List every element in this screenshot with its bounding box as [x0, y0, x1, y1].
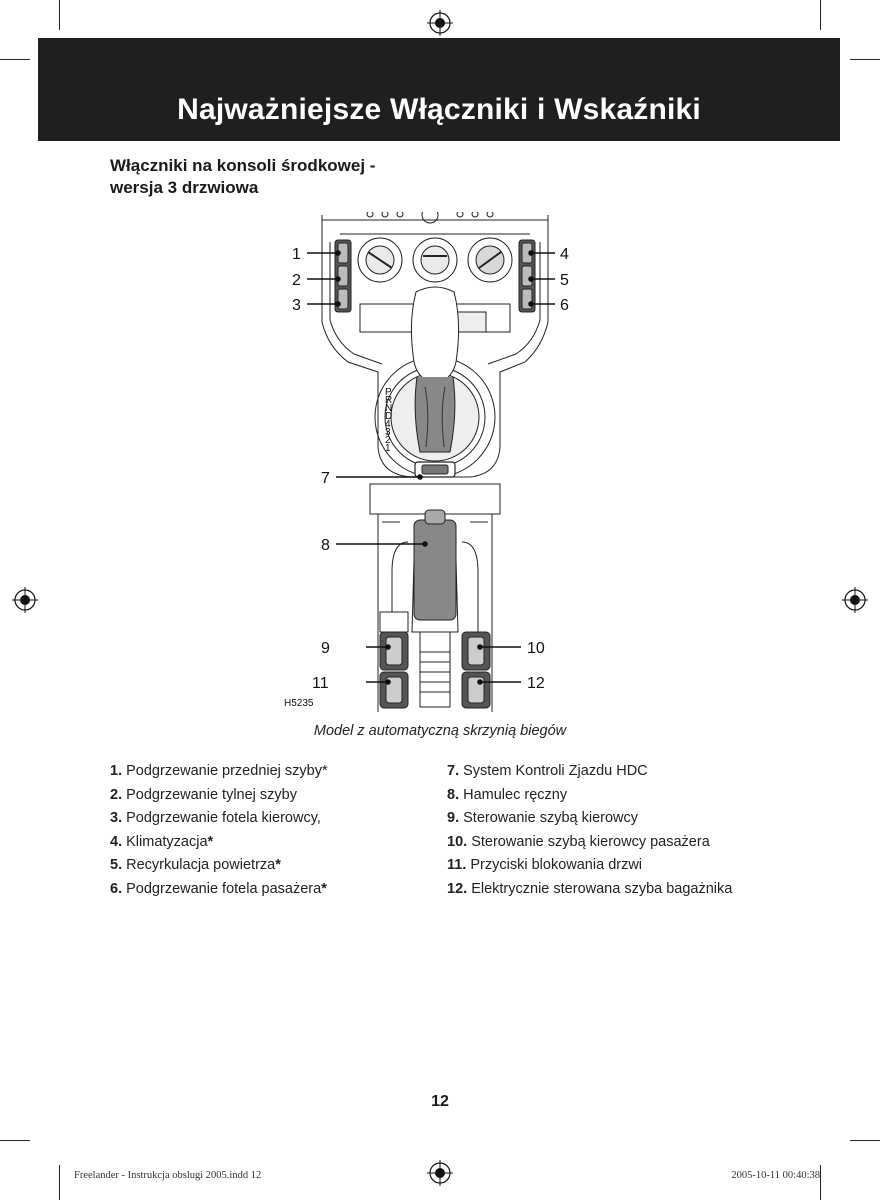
footer-file-info: Freelander - Instrukcja obslugi 2005.ind…: [74, 1170, 262, 1181]
figure-caption: Model z automatyczną skrzynią biegów: [313, 723, 567, 739]
list-item: 1. Podgrzewanie przedniej szyby*: [110, 763, 328, 779]
callout-12: 12: [527, 675, 545, 692]
callout-11: 11: [312, 675, 329, 692]
list-item: 10. Sterowanie szybą kierowcy pasażera: [447, 833, 710, 850]
callout-9: 9: [321, 640, 330, 657]
registration-mark-icon: [427, 1160, 453, 1186]
callout-7: 7: [321, 470, 330, 487]
callout-2: 2: [292, 272, 301, 289]
callout-1: 1: [292, 246, 301, 263]
list-item: 8. Hamulec ręczny: [447, 786, 568, 803]
list-item: 12. Elektrycznie sterowana szyba bagażni…: [447, 880, 733, 897]
crop-mark: [820, 0, 821, 30]
registration-mark-icon: [427, 10, 453, 36]
crop-mark: [850, 1140, 880, 1141]
gear-label-4: 4: [385, 419, 391, 430]
legend-list-left: 1. Podgrzewanie przedniej szyby* 2. Podg…: [110, 760, 328, 901]
gear-label-p: P: [385, 387, 392, 398]
callout-8: 8: [321, 537, 330, 554]
list-item: 3. Podgrzewanie fotela kierowcy,: [110, 810, 321, 826]
crop-mark: [850, 59, 880, 60]
callout-4: 4: [560, 246, 569, 263]
gear-label-3: 3: [385, 427, 391, 438]
crop-mark: [59, 1165, 60, 1200]
gear-label-r: R: [385, 395, 392, 406]
page-number: 12: [431, 1093, 449, 1110]
gear-label-n: N: [385, 403, 392, 414]
list-item: 7. System Kontroli Zjazdu HDC: [447, 763, 648, 779]
list-item: 6. Podgrzewanie fotela pasażera*: [110, 880, 327, 897]
crop-mark: [820, 1165, 821, 1200]
gear-label-2: 2: [385, 435, 391, 446]
crop-mark: [0, 59, 30, 60]
figure-code: H5235: [284, 698, 314, 709]
callout-5: 5: [560, 272, 569, 289]
callout-3: 3: [292, 297, 301, 314]
list-item: 4. Klimatyzacja*: [110, 833, 214, 850]
header-bar: Najważniejsze Włączniki i Wskaźniki: [38, 38, 840, 141]
center-console-illustration: P R N D 4 3 2 1 1 2 3 4 5 6 7 8 9 10 11 …: [284, 212, 569, 712]
footer-timestamp: 2005-10-11 00:40:38: [731, 1170, 820, 1181]
crop-mark: [59, 0, 60, 30]
list-item: 2. Podgrzewanie tylnej szyby: [110, 786, 297, 803]
gear-label-1: 1: [385, 443, 391, 454]
callout-6: 6: [560, 297, 569, 314]
list-item: 11. Przyciski blokowania drzwi: [447, 857, 643, 873]
registration-mark-icon: [842, 587, 868, 613]
legend-list-right: 7. System Kontroli Zjazdu HDC 8. Hamulec…: [447, 760, 732, 901]
page-title: Najważniejsze Włączniki i Wskaźniki: [177, 93, 701, 126]
crop-mark: [0, 1140, 30, 1141]
list-item: 5. Recyrkulacja powietrza*: [110, 857, 281, 873]
gear-label-d: D: [385, 411, 392, 422]
section-title-line-2: wersja 3 drzwiowa: [110, 178, 259, 197]
section-title: Włączniki na konsoli środkowej - wersja …: [110, 155, 375, 199]
list-item: 9. Sterowanie szybą kierowcy: [447, 810, 639, 826]
callout-10: 10: [527, 640, 545, 657]
section-title-line-1: Włączniki na konsoli środkowej -: [110, 156, 376, 175]
registration-mark-icon: [12, 587, 38, 613]
